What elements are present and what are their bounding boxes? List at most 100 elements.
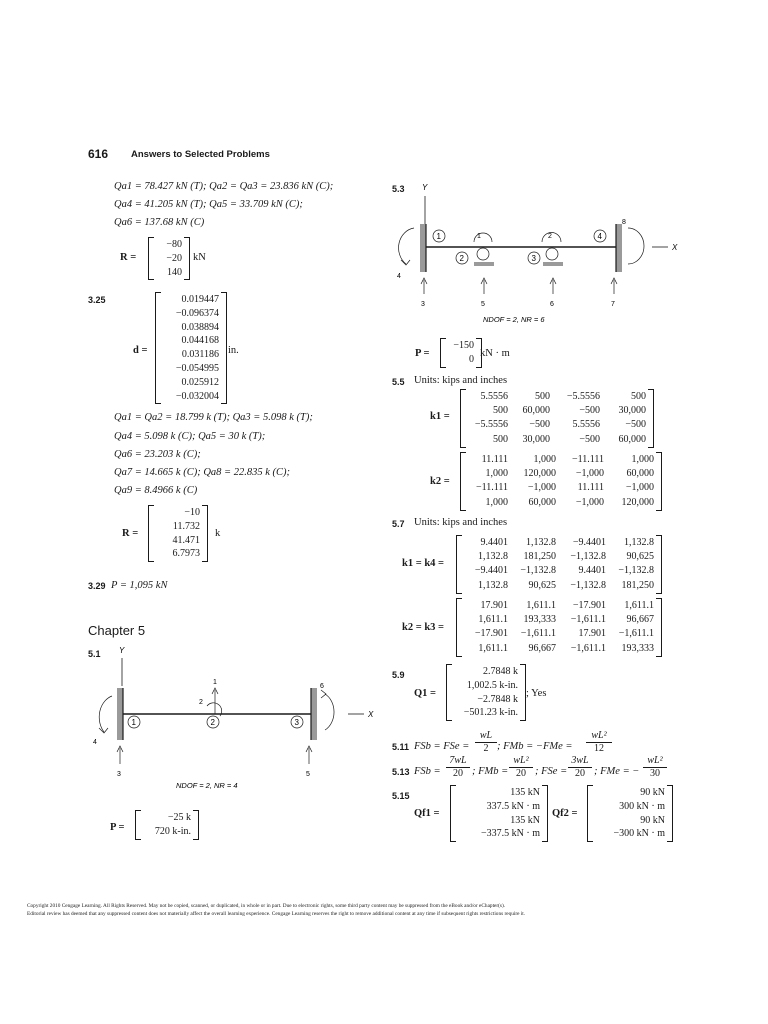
answer-5-13-part-2: ; FMb = [472, 766, 509, 777]
fraction-denominator: 20 [453, 768, 463, 779]
matrix-cell: 1,132.8 [478, 579, 508, 591]
figure-5-3-caption: NDOF = 2, NR = 6 [483, 315, 545, 324]
answer-number-5-11: 5.11 [392, 742, 410, 752]
stiffness-matrix-k1-k4: 9.4401 1,132.8 −9.4401 1,132.8 1,132.8 181,25… [456, 535, 662, 594]
fraction-numerator: wL² [643, 755, 667, 768]
fraction-5-13-d: wL² 30 [643, 755, 667, 780]
matrix-cell: 9.4401 [578, 565, 607, 577]
matrix-cell: −1,000 [527, 482, 556, 494]
answer-5-13-part-1: FSb = [414, 766, 441, 777]
answer-number-5-13: 5.13 [392, 767, 410, 777]
matrix-cell: 90,625 [626, 551, 655, 563]
fraction-denominator: 2 [483, 743, 489, 754]
answer-number-5-5: 5.5 [392, 377, 405, 387]
answer-3-29-text: P = 1,095 kN [111, 580, 168, 591]
vector-entry: 90 kN [640, 787, 665, 798]
dof-3: 3 [117, 771, 121, 778]
node-4-5-3: 4 [598, 232, 603, 241]
reaction-unit: kN [193, 252, 206, 263]
matrix-cell: 181,250 [523, 551, 557, 563]
matrix-cell: 96,667 [528, 642, 557, 654]
dof-1: 1 [213, 679, 217, 686]
dof-2: 2 [199, 699, 203, 706]
vector-entry: 720 k-in. [154, 825, 191, 837]
answer-number-5-7: 5.7 [392, 519, 405, 529]
answer-5-13-part-4: ; FMe = − [594, 766, 640, 777]
matrix-cell: 1,611.1 [478, 642, 508, 654]
dof-6-5-3: 6 [550, 301, 554, 308]
matrix-cell: 181,250 [621, 579, 655, 591]
matrix-cell: 1,132.8 [624, 537, 654, 548]
matrix-cell: 1,000 [485, 468, 509, 480]
matrix-cell: 1,132.8 [478, 551, 508, 563]
answer-number-5-3: 5.3 [392, 184, 405, 194]
matrix-cell: 193,333 [523, 614, 557, 626]
matrix-cell: 60,000 [618, 433, 647, 445]
matrix-cell: −500 [579, 433, 600, 445]
answer-5-11-part-1: FSb = FSe = [414, 741, 470, 752]
matrix-cell: 193,333 [621, 642, 655, 654]
stiffness-k1-k4-label: k1 = k4 = [402, 558, 445, 569]
answer-5-11-part-2: ; FMb = −FMe = [497, 741, 573, 752]
matrix-cell: −1,611.1 [520, 628, 556, 640]
dof-1-5-3: 1 [477, 233, 481, 240]
fraction-denominator: 12 [594, 743, 604, 754]
vector-entry: 140 [167, 266, 182, 278]
fixed-end-force-qf1-label: Qf1 = [414, 808, 440, 819]
answer-number-3-25: 3.25 [88, 295, 106, 305]
matrix-cell: −1,000 [575, 468, 604, 480]
fraction-5-13-b: wL² 20 [509, 755, 533, 780]
matrix-cell: −1,000 [625, 482, 654, 494]
answer-3-25-line-4: Qa7 = 14.665 k (C); Qa8 = 22.835 k (C); [114, 467, 291, 478]
answer-number-5-9: 5.9 [392, 670, 405, 680]
matrix-cell: −500 [625, 419, 646, 431]
x-axis-label: X [367, 710, 374, 719]
matrix-cell: −11.111 [475, 482, 508, 494]
matrix-cell: −1,132.8 [618, 565, 654, 577]
reaction-vector-label: R = [120, 252, 137, 263]
matrix-cell: −17.901 [474, 628, 508, 640]
stiffness-k1-label: k1 = [430, 411, 450, 422]
node-3-5-3: 3 [532, 254, 537, 263]
vector-entry: 0 [469, 353, 474, 365]
y-axis-label: Y [119, 646, 125, 655]
matrix-cell: 11.111 [481, 454, 508, 465]
answer-3-21-line-2: Qa4 = 41.205 kN (T); Qa5 = 33.709 kN (C)… [114, 199, 303, 210]
vector-entry: −0.032004 [175, 390, 219, 402]
matrix-cell: 500 [493, 433, 508, 445]
running-title: Answers to Selected Problems [131, 149, 270, 160]
vector-entry: 0.038894 [181, 321, 220, 333]
vector-entry: −80 [166, 239, 182, 250]
matrix-cell: 9.4401 [480, 537, 509, 548]
fraction-numerator: 3wL [568, 755, 592, 768]
vector-entry: −300 kN · m [613, 828, 665, 840]
matrix-cell: 30,000 [522, 433, 551, 445]
answer-3-21-line-1: Qa1 = 78.427 kN (T); Qa2 = Qa3 = 23.836 … [114, 181, 334, 192]
matrix-cell: −9.4401 [474, 565, 508, 577]
dof-4: 4 [93, 739, 97, 746]
vector-entry: 300 kN · m [619, 800, 665, 812]
vector-entry: 0.019447 [181, 294, 220, 305]
matrix-cell: −1,132.8 [520, 565, 556, 577]
fraction-5-11-b: wL² 12 [586, 730, 612, 755]
figure-5-1-caption: NDOF = 2, NR = 4 [176, 781, 238, 790]
fraction-denominator: 20 [516, 768, 526, 779]
node-2: 2 [211, 718, 216, 727]
dof-3-5-3: 3 [421, 301, 425, 308]
stiffness-k2-k3-label: k2 = k3 = [402, 622, 445, 633]
units-note-5-5: Units: kips and inches [414, 375, 508, 386]
matrix-cell: −5.5556 [474, 419, 508, 431]
vector-entry: −501.23 k-in. [463, 707, 518, 719]
chapter-heading: Chapter 5 [88, 623, 146, 638]
vector-entry: 135 kN [510, 814, 540, 826]
